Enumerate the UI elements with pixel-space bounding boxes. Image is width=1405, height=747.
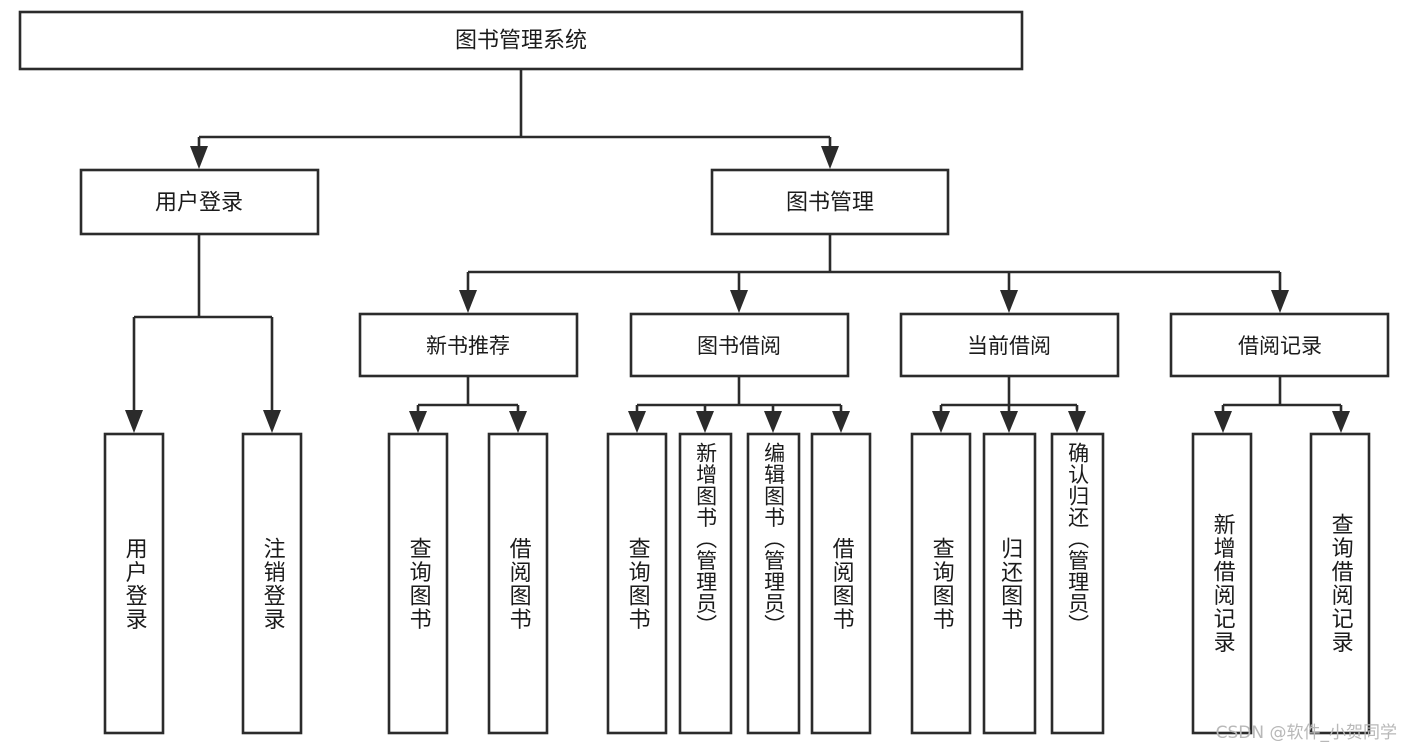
node-box-leaf11[interactable] bbox=[1050, 432, 1105, 735]
node-box-leaf10[interactable] bbox=[982, 432, 1037, 735]
node-label-leaf10: 归还图书 bbox=[997, 536, 1023, 631]
arrow-head-records bbox=[1271, 290, 1289, 313]
node-label-leaf1: 用户登录 bbox=[121, 536, 147, 631]
arrow-head-leaf4 bbox=[509, 411, 527, 433]
node-label-bookmgmt: 图书管理 bbox=[786, 191, 874, 216]
node-label-root: 图书管理系统 bbox=[455, 29, 587, 54]
arrow-head-leaf10 bbox=[1000, 411, 1018, 433]
node-label-leaf6: 新增图书（管理员） bbox=[693, 442, 718, 636]
arrow-head-borrow bbox=[730, 290, 748, 313]
node-layer: 图书管理系统 用户登录 图书管理 新书推荐 图书借阅 当前借阅 借阅记录 bbox=[18, 10, 1390, 735]
arrow-head-leaf11 bbox=[1068, 411, 1086, 433]
node-label-login: 用户登录 bbox=[155, 191, 243, 216]
node-box-leaf4[interactable] bbox=[487, 432, 549, 735]
node-label-leaf2: 注销登录 bbox=[259, 536, 285, 631]
arrow-head-current bbox=[1000, 290, 1018, 313]
node-box-bookmgmt[interactable] bbox=[710, 168, 950, 236]
node-box-leaf5[interactable] bbox=[606, 432, 668, 735]
arrow-head-leaf3 bbox=[409, 411, 427, 433]
arrow-head-leaf6 bbox=[696, 411, 714, 433]
arrow-head-newbook bbox=[459, 290, 477, 313]
node-box-leaf8[interactable] bbox=[810, 432, 872, 735]
node-box-leaf13[interactable] bbox=[1309, 432, 1371, 735]
node-box-records[interactable] bbox=[1169, 312, 1390, 378]
node-box-newbook[interactable] bbox=[358, 312, 579, 378]
node-box-login[interactable] bbox=[79, 168, 320, 236]
arrow-head-bookmgmt bbox=[821, 146, 839, 169]
node-label-borrow: 图书借阅 bbox=[697, 334, 781, 358]
node-label-leaf8: 借阅图书 bbox=[828, 536, 854, 631]
node-label-leaf4: 借阅图书 bbox=[505, 536, 531, 631]
node-label-leaf3: 查询图书 bbox=[405, 536, 431, 631]
arrow-head-leaf1 bbox=[125, 410, 143, 433]
node-label-records: 借阅记录 bbox=[1238, 334, 1322, 358]
node-label-leaf9: 查询图书 bbox=[928, 536, 954, 631]
node-box-root[interactable] bbox=[18, 10, 1024, 71]
node-label-leaf12: 新增借阅记录 bbox=[1209, 513, 1235, 654]
node-label-leaf11: 确认归还（管理员） bbox=[1065, 442, 1090, 636]
arrow-head-leaf8 bbox=[832, 411, 850, 433]
node-box-current[interactable] bbox=[899, 312, 1120, 378]
arrow-head-leaf5 bbox=[628, 411, 646, 433]
node-box-leaf12[interactable] bbox=[1191, 432, 1253, 735]
node-box-leaf3[interactable] bbox=[387, 432, 449, 735]
node-label-leaf13: 查询借阅记录 bbox=[1327, 513, 1353, 654]
node-box-leaf1[interactable] bbox=[103, 432, 165, 735]
arrow-head-leaf7 bbox=[764, 411, 782, 433]
arrow-head-leaf12 bbox=[1214, 411, 1232, 433]
node-box-leaf2[interactable] bbox=[241, 432, 303, 735]
connector-layer bbox=[125, 70, 1350, 433]
arrow-head-login bbox=[190, 146, 208, 169]
arrow-head-leaf9 bbox=[932, 411, 950, 433]
node-label-newbook: 新书推荐 bbox=[426, 334, 510, 358]
node-box-borrow[interactable] bbox=[629, 312, 850, 378]
node-label-current: 当前借阅 bbox=[967, 334, 1051, 358]
arrow-head-leaf13 bbox=[1332, 411, 1350, 433]
node-box-leaf6[interactable] bbox=[678, 432, 733, 735]
node-box-leaf7[interactable] bbox=[746, 432, 801, 735]
watermark-text: CSDN @软件_小贺同学 bbox=[1215, 723, 1397, 743]
node-label-leaf5: 查询图书 bbox=[624, 536, 650, 631]
node-label-leaf7: 编辑图书（管理员） bbox=[761, 442, 786, 636]
node-box-leaf9[interactable] bbox=[910, 432, 972, 735]
arrow-head-leaf2 bbox=[263, 410, 281, 433]
